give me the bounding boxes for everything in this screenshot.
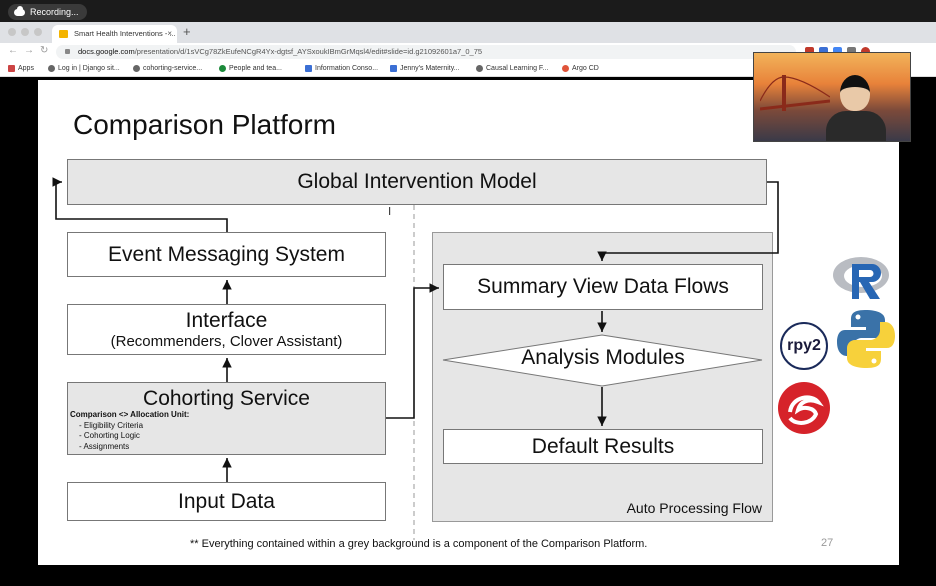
cohorting-heading: Comparison <> Allocation Unit: — [70, 410, 190, 419]
bookmark-apps[interactable]: Apps — [8, 65, 34, 72]
forward-arrow-icon[interactable]: → — [24, 45, 34, 56]
default-results-box: Default Results — [443, 429, 763, 464]
input-data-box: Input Data — [67, 482, 386, 521]
recording-bar: Recording... — [0, 0, 936, 22]
bookmark-item[interactable]: Jenny's Maternity... — [390, 65, 460, 72]
cohorting-item: - Eligibility Criteria — [79, 420, 144, 430]
cohorting-service-box: Cohorting Service Comparison <> Allocati… — [67, 382, 386, 455]
recording-indicator[interactable]: Recording... — [8, 4, 87, 20]
url-path: /presentation/d/1sVCg78ZkEufeNCgR4Yx-dgt… — [134, 47, 483, 56]
bookmarks-bar: Apps Log in | Django sit... cohorting-se… — [0, 61, 936, 77]
bridge-backdrop — [760, 75, 830, 111]
arrow-cohorting-to-summary — [386, 283, 439, 419]
arrow-event-to-global — [52, 177, 228, 232]
c-logo-icon — [219, 65, 226, 72]
window-controls — [8, 28, 42, 36]
input-data-label: Input Data — [178, 489, 275, 513]
url-domain: docs.google.com — [78, 47, 135, 56]
summary-view-data-flows-box: Summary View Data Flows — [443, 264, 763, 310]
minimize-window-button[interactable] — [21, 28, 29, 36]
address-bar[interactable]: docs.google.com/presentation/d/1sVCg78Zk… — [56, 45, 796, 59]
tab-title: Smart Health Interventions - ... — [74, 29, 176, 38]
argo-icon — [562, 65, 569, 72]
globe-icon — [476, 65, 483, 72]
webcam-video[interactable] — [753, 52, 911, 142]
new-tab-button[interactable]: + — [183, 24, 191, 39]
lock-icon — [65, 49, 70, 54]
speaker-head — [840, 75, 870, 111]
cohorting-details: Comparison <> Allocation Unit: - Eligibi… — [70, 410, 189, 452]
slides-favicon-icon — [59, 30, 68, 38]
cohorting-item: - Assignments — [79, 441, 130, 451]
slide-footnote: ** Everything contained within a grey ba… — [190, 538, 648, 550]
event-messaging-label: Event Messaging System — [108, 242, 345, 266]
extension-icon[interactable] — [833, 47, 842, 56]
slide-title: Comparison Platform — [73, 109, 336, 140]
extension-icons — [805, 47, 870, 56]
analysis-modules-diamond — [442, 334, 763, 387]
speaker-body — [826, 111, 886, 141]
bookmark-item[interactable]: Information Conso... — [305, 65, 378, 72]
reload-icon[interactable]: ↻ — [40, 45, 49, 56]
rpy2-logo-icon: rpy2 — [780, 322, 828, 370]
bookmark-item[interactable]: Log in | Django sit... — [48, 65, 120, 72]
bookmark-item[interactable]: Causal Learning F... — [476, 65, 548, 72]
global-intervention-model-box: Global Intervention Model — [67, 159, 767, 205]
close-window-button[interactable] — [8, 28, 16, 36]
globe-icon — [133, 65, 140, 72]
analysis-modules-label: Analysis Modules — [521, 346, 685, 369]
close-tab-icon[interactable]: × — [167, 29, 172, 38]
r-logo-icon — [833, 257, 889, 299]
arrow-global-to-summary — [597, 181, 779, 261]
cohorting-title: Cohorting Service — [143, 387, 310, 410]
bookmark-item[interactable]: People and tea... — [219, 65, 282, 72]
cohorting-item: - Cohorting Logic — [79, 431, 140, 440]
interface-subtitle: (Recommenders, Clover Assistant) — [110, 333, 343, 350]
browser-tab-active[interactable]: Smart Health Interventions - ... × — [52, 25, 177, 43]
default-results-label: Default Results — [531, 434, 675, 458]
recording-label: Recording... — [30, 7, 79, 17]
maximize-window-button[interactable] — [34, 28, 42, 36]
browser-tabstrip: Smart Health Interventions - ... × + — [0, 22, 936, 43]
back-arrow-icon[interactable]: ← — [8, 45, 18, 56]
text-cursor-icon: I — [388, 205, 392, 218]
globe-icon — [48, 65, 55, 72]
interface-box: Interface (Recommenders, Clover Assistan… — [67, 304, 386, 355]
extension-icon[interactable] — [819, 47, 828, 56]
auto-processing-label: Auto Processing Flow — [626, 500, 762, 516]
scipy-style-logo-icon — [778, 382, 830, 434]
bookmark-item[interactable]: cohorting-service... — [133, 65, 202, 72]
slide-page-number: 27 — [821, 537, 834, 549]
doc-icon — [305, 65, 312, 72]
summary-flows-label: Summary View Data Flows — [477, 275, 729, 298]
extension-icon[interactable] — [847, 47, 856, 56]
extension-icon[interactable] — [805, 47, 814, 56]
python-logo-icon — [837, 310, 895, 368]
doc-icon — [390, 65, 397, 72]
profile-avatar[interactable] — [861, 47, 870, 56]
apps-grid-icon — [8, 65, 15, 72]
interface-title: Interface — [185, 309, 268, 332]
event-messaging-system-box: Event Messaging System — [67, 232, 386, 277]
global-intervention-model-label: Global Intervention Model — [297, 170, 537, 193]
browser-toolbar: ← → ↻ docs.google.com/presentation/d/1sV… — [0, 43, 936, 61]
cloud-icon — [14, 5, 25, 16]
bookmark-item[interactable]: Argo CD — [562, 65, 599, 72]
